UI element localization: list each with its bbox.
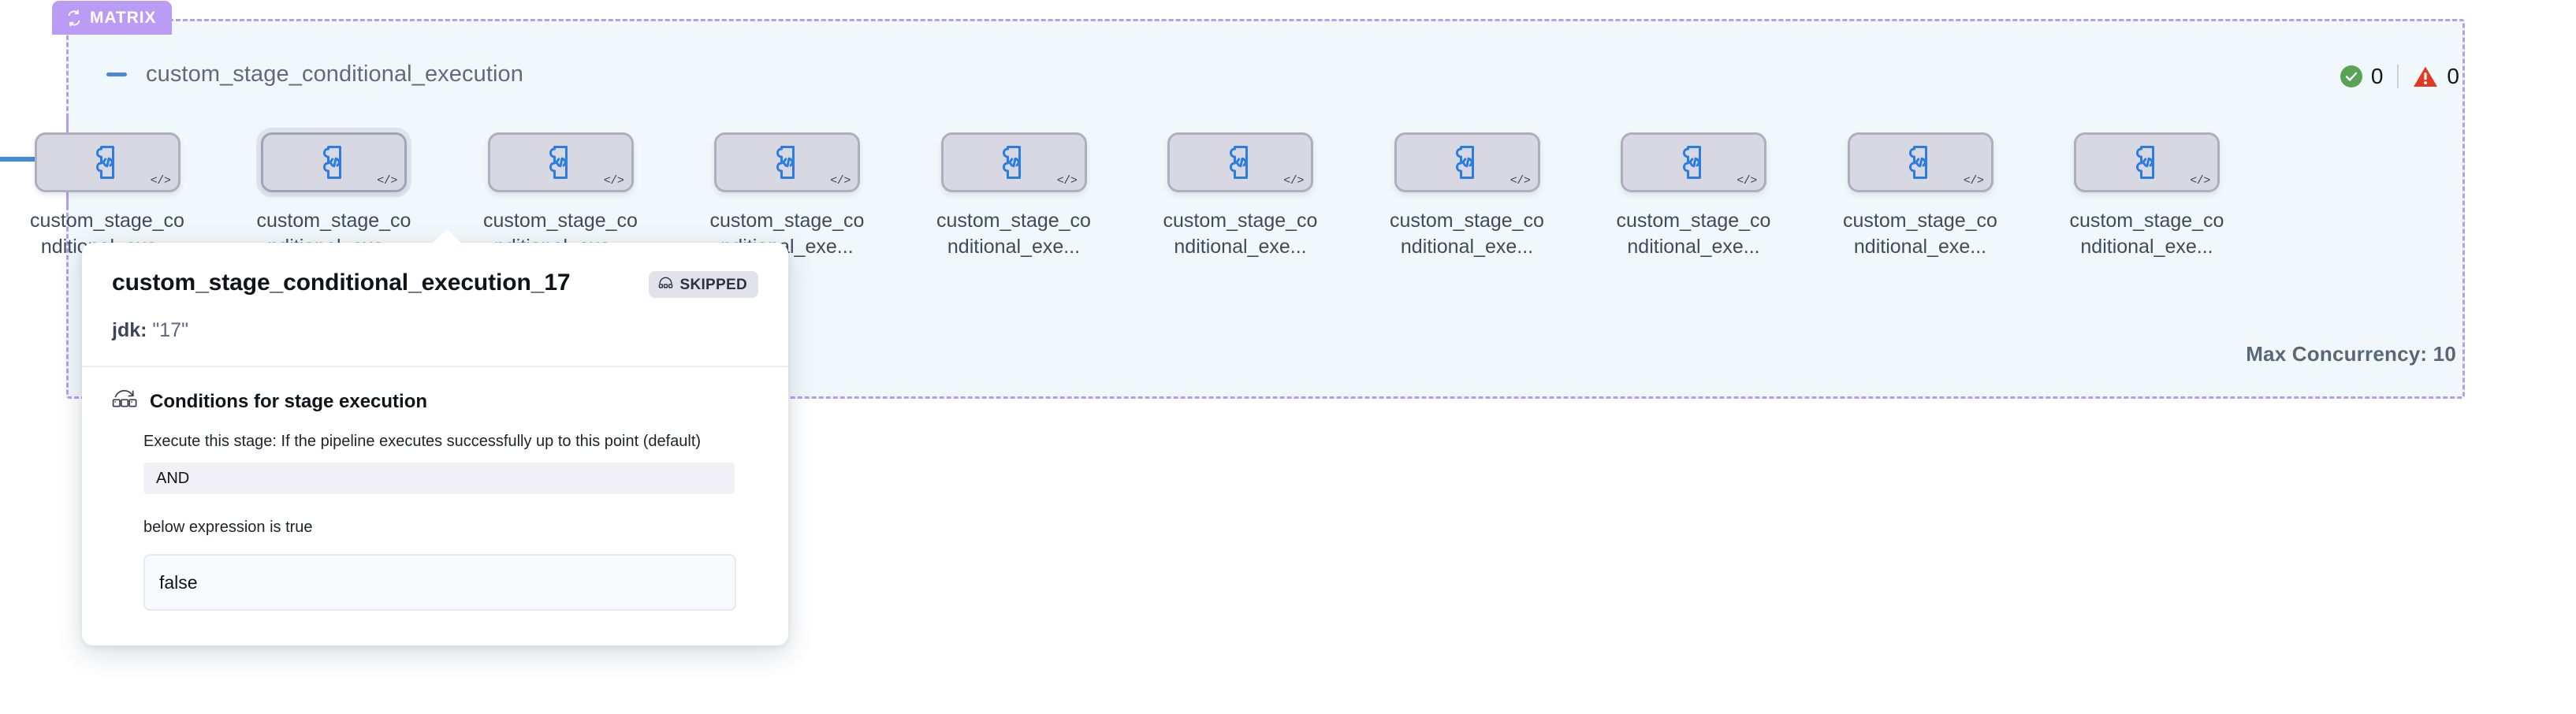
stage-node-button[interactable]: </>	[1621, 132, 1766, 192]
conditions-operator-select[interactable]: AND	[143, 463, 735, 494]
custom-plugin-icon	[318, 145, 351, 180]
conditions-description: Execute this stage: If the pipeline exec…	[143, 433, 702, 450]
custom-plugin-icon	[771, 145, 804, 180]
stage-node-button[interactable]: </>	[34, 132, 181, 192]
code-icon: </>	[1056, 174, 1078, 188]
conditions-heading: Conditions for stage execution	[150, 390, 428, 412]
custom-plugin-icon	[997, 145, 1030, 180]
code-icon: </>	[1963, 174, 1984, 188]
popover-header: custom_stage_conditional_execution_17 SK…	[82, 243, 788, 366]
stage-node-label: custom_stage_conditional_exe...	[1616, 210, 1771, 258]
custom-plugin-icon	[1224, 145, 1257, 180]
stage-node-button[interactable]: </>	[261, 132, 407, 192]
code-icon: </>	[1509, 174, 1531, 188]
warning-triangle-icon	[2413, 65, 2438, 88]
status-badge: SKIPPED	[649, 271, 758, 298]
warning-counter: 0	[2413, 65, 2459, 88]
code-icon: </>	[150, 174, 171, 188]
success-counter: 0	[2340, 64, 2384, 88]
code-icon: </>	[1283, 174, 1304, 188]
status-badge-label: SKIPPED	[679, 276, 747, 293]
conditions-operator-value: AND	[156, 469, 190, 487]
code-icon: </>	[2190, 174, 2210, 188]
stage-node-button[interactable]: </>	[487, 132, 634, 192]
code-icon: </>	[603, 174, 624, 188]
group-title: custom_stage_conditional_execution	[146, 61, 523, 87]
matrix-param-value: "17"	[152, 319, 188, 341]
stage-node-label: custom_stage_conditional_exe...	[1163, 210, 1318, 258]
max-concurrency-label: Max Concurrency: 10	[2246, 342, 2456, 366]
matrix-node: </> custom_stage_conditional_exe...	[1603, 132, 1785, 261]
stage-node-label: custom_stage_conditional_exe...	[1390, 210, 1544, 258]
matrix-node: </> custom_stage_conditional_exe...	[1149, 132, 1332, 261]
check-circle-icon	[2340, 65, 2362, 87]
popover-title: custom_stage_conditional_execution_17	[112, 270, 571, 296]
custom-plugin-icon	[1904, 145, 1937, 180]
stage-node-button[interactable]: </>	[1394, 132, 1540, 192]
custom-plugin-icon	[1450, 145, 1483, 180]
loop-icon	[65, 9, 83, 27]
matrix-node-row: </> custom_stage_conditional_exe... </> cus…	[0, 132, 2576, 337]
matrix-badge-label: MATRIX	[90, 9, 157, 27]
code-icon: </>	[377, 174, 397, 188]
conditions-header: Conditions for stage execution	[112, 389, 758, 414]
stage-node-button[interactable]: </>	[940, 132, 1087, 192]
warning-count: 0	[2447, 64, 2459, 88]
stage-node-button[interactable]: </>	[2074, 132, 2220, 192]
matrix-param: jdk: "17"	[112, 318, 758, 342]
stage-node-label: custom_stage_conditional_exe...	[2069, 210, 2224, 258]
custom-plugin-icon	[91, 145, 124, 180]
stage-node-button[interactable]: </>	[714, 132, 860, 192]
matrix-node: </>custom_stage_conditional_exe...	[16, 132, 199, 261]
custom-plugin-icon	[2131, 145, 2164, 180]
code-icon: </>	[1737, 174, 1757, 188]
minus-icon	[106, 73, 127, 76]
stage-node-button[interactable]: </>	[1847, 132, 1993, 192]
matrix-node: </>custom_stage_conditional_exe...	[696, 132, 879, 261]
code-icon: </>	[830, 174, 851, 188]
popover-divider	[82, 366, 788, 367]
matrix-node: </> custom_stage_conditional_exe...	[2056, 132, 2239, 261]
popover-arrow	[432, 229, 462, 244]
matrix-param-key: jdk:	[112, 319, 147, 341]
skipped-icon	[658, 277, 673, 292]
incoming-edge-connector	[0, 157, 68, 162]
matrix-node: </> custom_stage_conditional_exe...	[1375, 132, 1558, 261]
stage-detail-popover: custom_stage_conditional_execution_17 SK…	[82, 229, 788, 645]
matrix-badge[interactable]: MATRIX	[52, 1, 173, 35]
success-count: 0	[2370, 64, 2384, 88]
custom-plugin-icon	[544, 145, 577, 180]
popover-body: Conditions for stage execution Execute t…	[82, 367, 788, 645]
matrix-node: </> custom_stage_conditional_exe...	[1829, 132, 2012, 261]
stage-node-button[interactable]: </>	[1167, 132, 1313, 192]
conditions-expression-input[interactable]: false	[143, 554, 736, 611]
stage-node-label: custom_stage_conditional_exe...	[936, 210, 1091, 258]
matrix-node: </> custom_stage_conditional_exe...	[922, 132, 1105, 261]
group-header: custom_stage_conditional_execution	[105, 61, 523, 87]
matrix-node: </>custom_stage_conditional_exe...	[243, 132, 426, 261]
conditions-expression-value: false	[159, 571, 198, 593]
conditions-note: below expression is true	[143, 519, 313, 536]
counter-divider	[2397, 65, 2399, 88]
conditions-icon	[112, 389, 137, 414]
status-counters: 0 0	[2340, 65, 2459, 88]
stage-node-label: custom_stage_conditional_exe...	[1843, 210, 1997, 258]
custom-plugin-icon	[1677, 145, 1711, 180]
collapse-toggle-button[interactable]	[105, 63, 128, 87]
matrix-node: </>custom_stage_conditional_exe...	[469, 132, 652, 261]
